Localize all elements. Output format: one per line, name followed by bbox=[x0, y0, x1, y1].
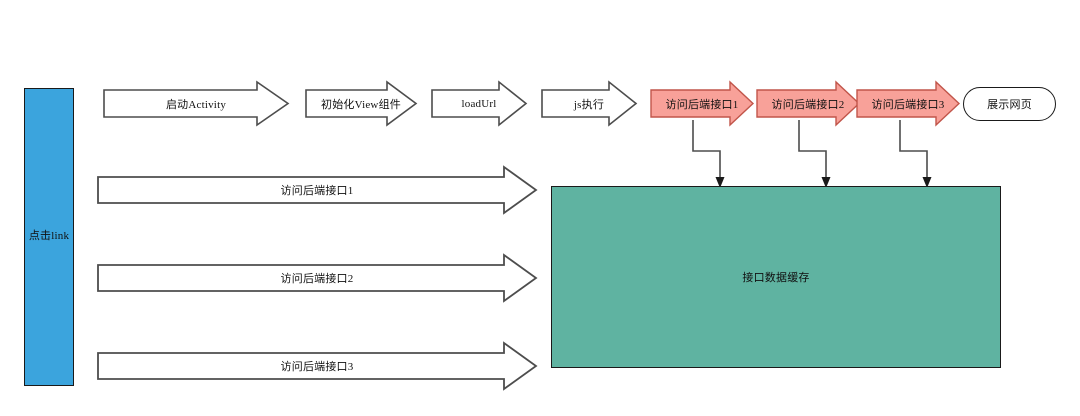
node-show-page[interactable]: 展示网页 bbox=[963, 87, 1056, 121]
node-click-link-label: 点击link bbox=[28, 230, 70, 243]
connector-api-1-to-cache bbox=[686, 120, 730, 190]
node-interface-data-cache[interactable]: 接口数据缓存 bbox=[551, 186, 1001, 368]
block-arrow-init-view[interactable]: 初始化View组件 bbox=[305, 80, 418, 127]
node-click-link[interactable]: 点击link bbox=[24, 88, 74, 386]
block-arrow-js-exec[interactable]: js执行 bbox=[541, 80, 638, 127]
block-arrow-prefetch-1[interactable]: 访问后端接口1 bbox=[97, 165, 538, 215]
block-arrow-prefetch-3[interactable]: 访问后端接口3 bbox=[97, 341, 538, 391]
block-arrow-start-activity[interactable]: 启动Activity bbox=[103, 80, 290, 127]
block-arrow-prefetch-2[interactable]: 访问后端接口2 bbox=[97, 253, 538, 303]
connector-api-3-to-cache bbox=[893, 120, 937, 190]
node-show-page-label: 展示网页 bbox=[987, 99, 1032, 111]
node-interface-data-cache-label: 接口数据缓存 bbox=[742, 272, 810, 284]
connector-api-2-to-cache bbox=[792, 120, 836, 190]
block-arrow-load-url[interactable]: loadUrl bbox=[431, 80, 528, 127]
